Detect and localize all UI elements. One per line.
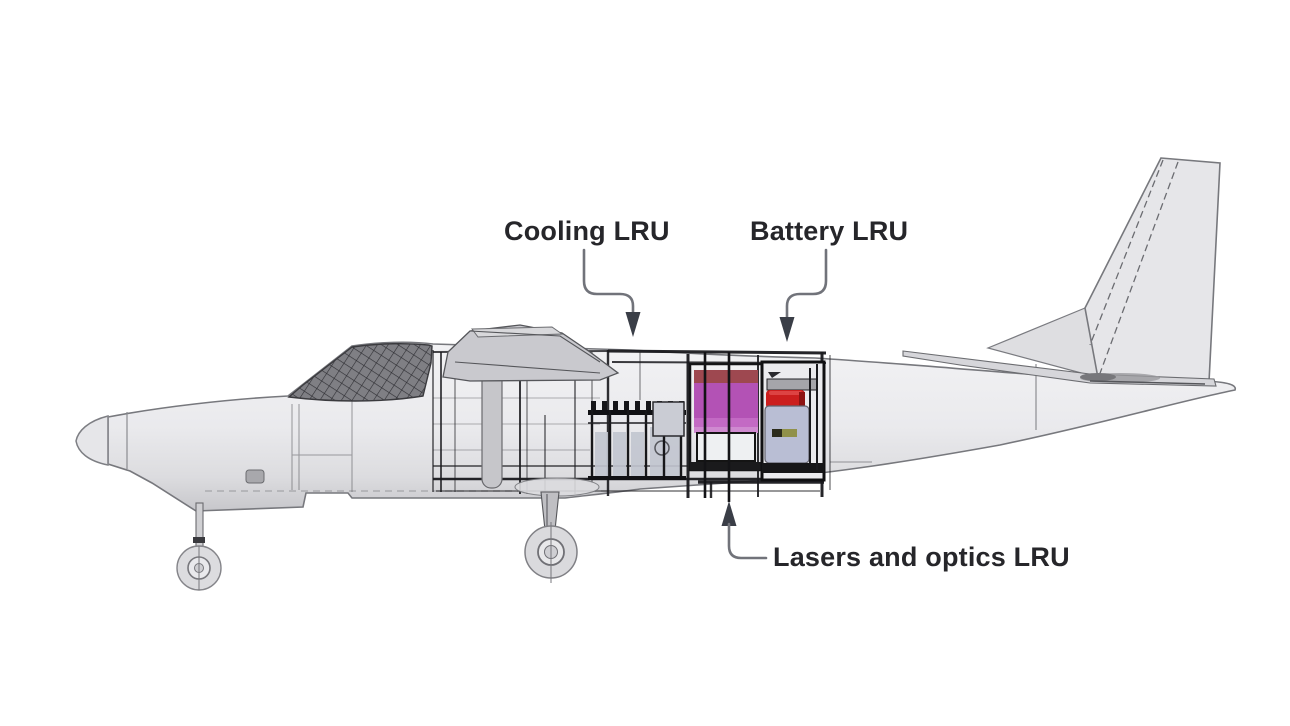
electronics-strip-dark xyxy=(772,429,782,437)
wing-strut-pillar xyxy=(481,363,503,489)
elevator-hinge-line xyxy=(1089,380,1206,385)
battery-lru-unit xyxy=(760,360,826,482)
battery-arrowhead-icon xyxy=(779,317,795,342)
lasers-optics-lru-label: Lasers and optics LRU xyxy=(773,542,1070,572)
nose-gear-strut xyxy=(195,502,204,552)
avionics-box xyxy=(652,401,685,437)
cooling-unit-body xyxy=(694,383,758,418)
rack-optic-lens xyxy=(654,440,670,456)
cooling-arrowhead-icon xyxy=(625,312,641,337)
cooling-unit-top-band xyxy=(694,370,758,383)
laser-optics-rack xyxy=(588,401,686,480)
cooling-unit-light-band xyxy=(694,427,758,433)
leader-lasers xyxy=(721,501,768,560)
nose-gear-collar xyxy=(193,537,205,543)
wing-root xyxy=(442,324,620,382)
door-frame-lines xyxy=(291,400,353,492)
propeller-spinner xyxy=(75,415,109,466)
battery-leader-line xyxy=(785,248,828,321)
cooling-leader-line xyxy=(582,248,635,316)
lasers-arrowhead-icon xyxy=(721,501,737,526)
vertical-stabilizer xyxy=(1084,157,1221,383)
cooling-unit-base xyxy=(690,462,762,470)
battery-bay-bracket xyxy=(768,372,781,378)
bay-frame-posts xyxy=(703,352,731,502)
rudder-hinge-lines xyxy=(1089,159,1179,377)
battery-lru-label: Battery LRU xyxy=(750,216,909,246)
nose-gear xyxy=(176,502,222,591)
elevator-horn xyxy=(1080,373,1116,381)
lasers-leader-line xyxy=(727,522,768,560)
wing-flap-line xyxy=(454,361,601,374)
exhaust-stack xyxy=(245,469,265,484)
canopy-wireframe-mesh xyxy=(287,342,433,402)
wing-facet-line xyxy=(469,330,601,363)
battery-pack-shadow xyxy=(799,392,805,408)
leader-battery xyxy=(779,248,828,342)
main-gear xyxy=(514,477,600,583)
main-gear-leg xyxy=(540,491,560,531)
rack-bottom-rail xyxy=(588,476,686,480)
battery-pack-highlight xyxy=(769,391,802,395)
battery-bay-base xyxy=(762,463,824,473)
rack-top-rail xyxy=(588,410,686,415)
cooling-lru-unit xyxy=(688,362,764,472)
electronics-lru-unit xyxy=(764,405,810,464)
cooling-lru-label: Cooling LRU xyxy=(504,216,670,246)
leader-cooling xyxy=(582,248,641,337)
cooling-unit-mid-band xyxy=(694,418,758,427)
electronics-strip-olive xyxy=(782,429,797,437)
tail-group xyxy=(902,157,1221,387)
cooling-lower-compartment xyxy=(696,432,756,462)
